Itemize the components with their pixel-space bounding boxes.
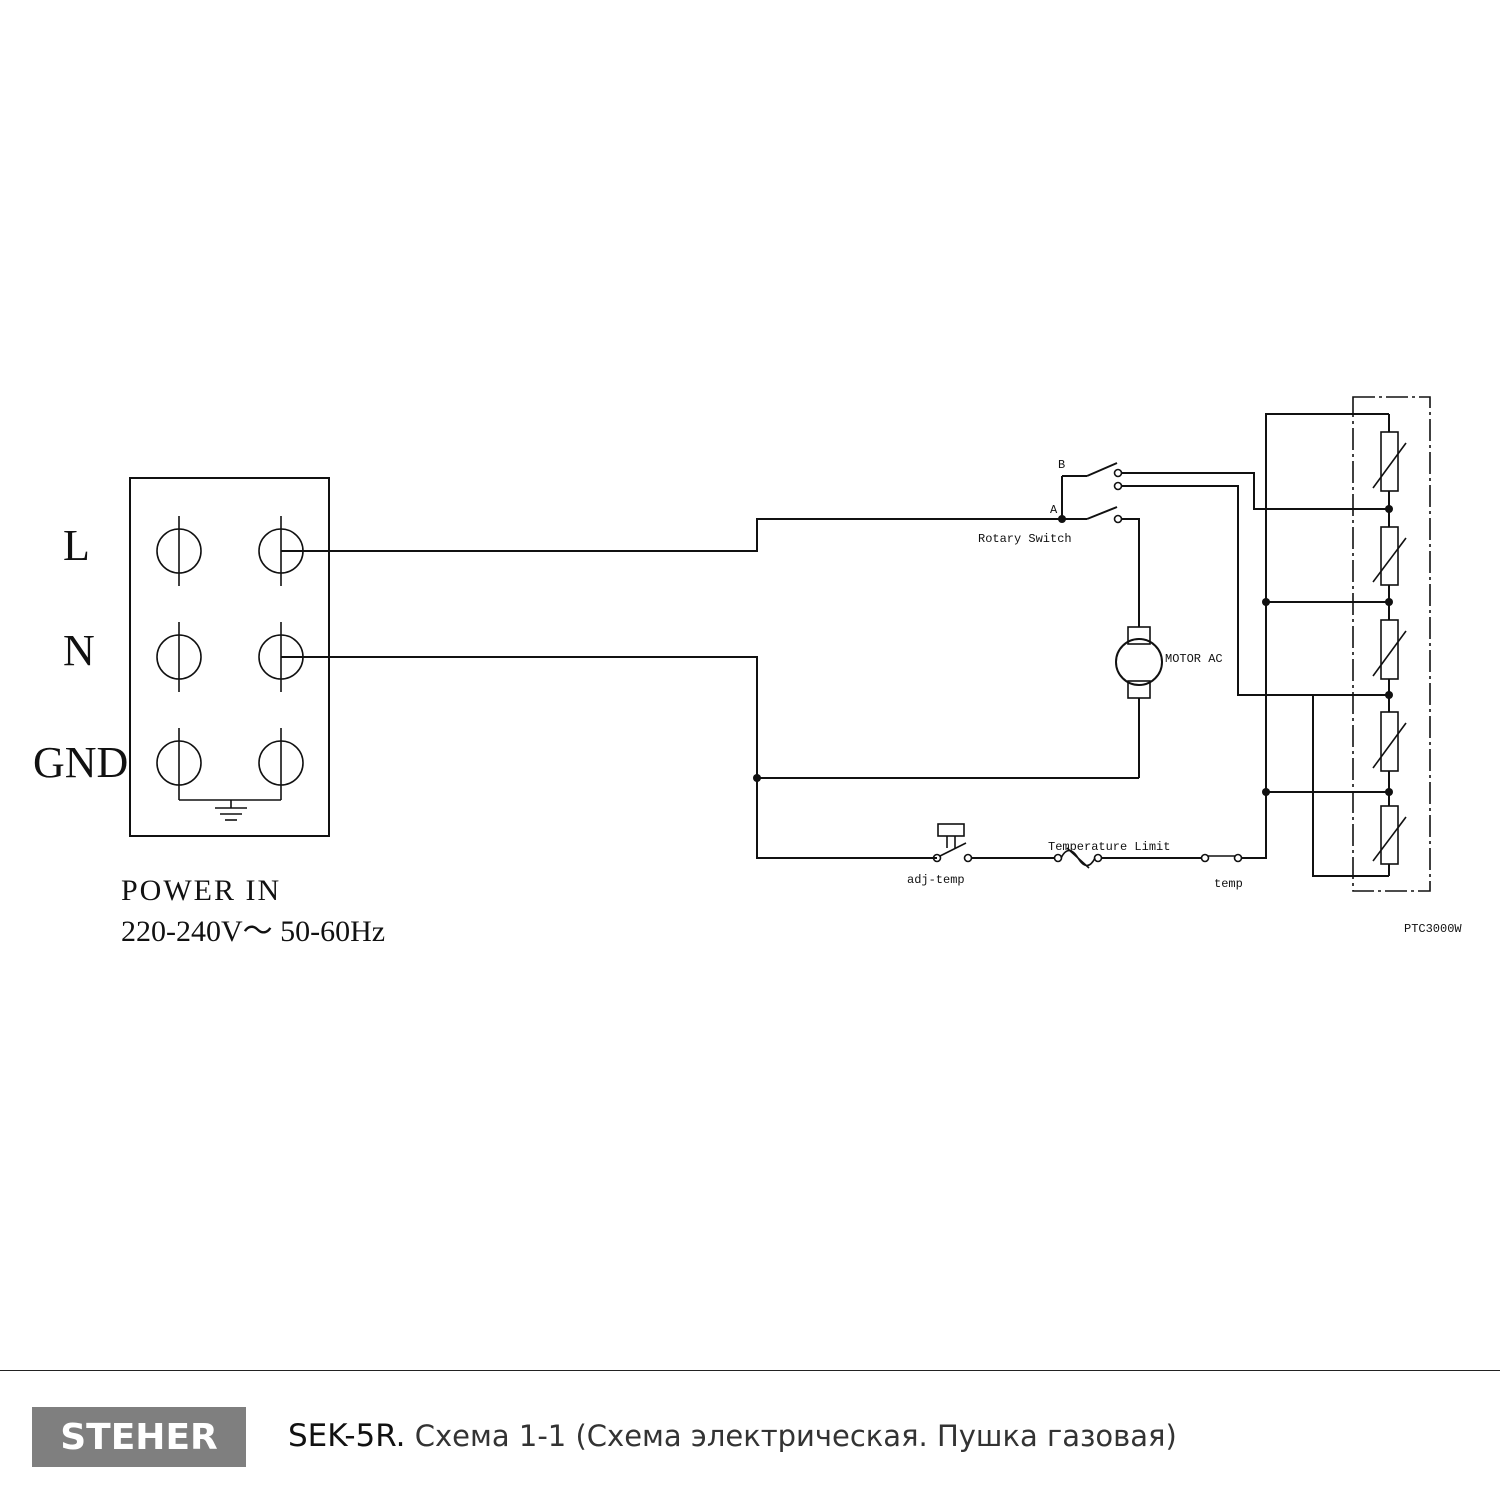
switch-contact-a: A — [1050, 503, 1058, 517]
brand-logo: STEHER — [32, 1407, 246, 1467]
neutral-wire — [281, 656, 937, 859]
footer-caption: SEK-5R. Схема 1-1 (Схема электрическая. … — [288, 1418, 1177, 1454]
switch-label: Rotary Switch — [978, 532, 1072, 546]
footer-divider — [0, 1370, 1500, 1371]
label-n: N — [63, 626, 95, 675]
heater-label: PTC3000W — [1404, 922, 1462, 936]
motor-label: MOTOR AC — [1165, 652, 1223, 666]
motor-feed-wire — [1121, 518, 1140, 627]
rotary-switch — [1058, 462, 1123, 524]
power-in-title: POWER IN — [121, 874, 281, 907]
temperature-limit-label: Temperature Limit — [1048, 840, 1170, 854]
terminal-n-left — [156, 622, 202, 692]
ptc-element-5 — [1372, 805, 1407, 865]
wiring-diagram: L N GND POWER IN 220-240V〜 50-60Hz B A R… — [33, 396, 1462, 948]
label-gnd: GND — [33, 738, 128, 787]
switch-out-1 — [1121, 472, 1389, 510]
scheme-description: Схема 1-1 (Схема электрическая. Пушка га… — [414, 1419, 1177, 1453]
ptc-element-2 — [1372, 526, 1407, 586]
model-name: SEK-5R. — [288, 1418, 406, 1454]
label-l: L — [63, 521, 90, 570]
ptc-element-1 — [1372, 431, 1407, 492]
motor — [1115, 626, 1163, 699]
power-in-rating: 220-240V〜 50-60Hz — [121, 915, 385, 948]
heater-enclosure — [1352, 396, 1431, 892]
terminal-l-left — [156, 516, 202, 586]
adj-temp-switch — [932, 823, 973, 863]
heater-supply-wire — [1241, 413, 1389, 859]
ptc-element-4 — [1372, 711, 1407, 772]
ptc-element-3 — [1372, 619, 1407, 680]
temp-switch — [1200, 853, 1243, 863]
terminal-gnd-right — [258, 728, 304, 800]
line-wire — [281, 518, 1062, 552]
brand-logo-text: STEHER — [60, 1416, 218, 1458]
terminal-gnd-left — [156, 728, 202, 800]
switch-contact-b: B — [1058, 458, 1065, 472]
ground-symbol — [179, 799, 281, 821]
adj-temp-label: adj-temp — [907, 873, 965, 887]
temp-label: temp — [1214, 877, 1243, 891]
